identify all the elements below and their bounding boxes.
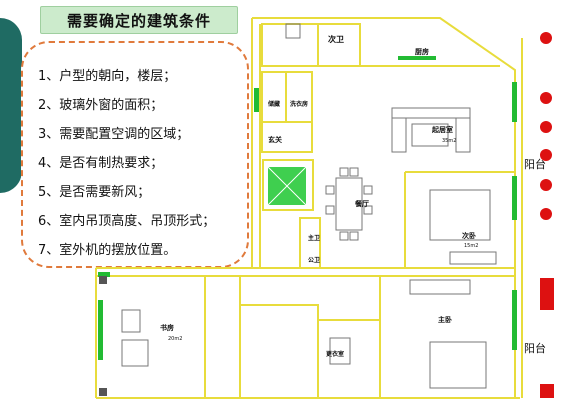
window [512,290,517,350]
column [99,388,107,396]
window [398,56,436,60]
chair [339,231,349,241]
coffee-table [411,123,449,147]
marker [540,179,552,191]
room-label-dining: 餐厅 [354,199,369,208]
marker [540,208,552,220]
balcony-markers [99,32,554,398]
room-label-balcony-top: 阳台 [524,157,546,171]
entry-wall [261,121,313,153]
room-label-kitchen: 厨房 [415,47,429,56]
bath-block-wall [240,304,319,398]
marker [540,121,552,133]
public-bath-wall [299,217,321,269]
chair [325,185,335,195]
dressing-wall [317,319,381,399]
marker [540,32,552,44]
column [99,276,107,284]
elevator-cross [267,166,307,206]
toilet [285,23,301,39]
room-label-entry: 玄关 [268,135,282,144]
chair [363,205,373,215]
requirements-list: 1、户型的朝向，楼层； 2、玻璃外窗的面积； 3、需要配置空调的区域； 4、是否… [21,41,249,268]
list-item: 2、玻璃外窗的面积； [38,98,164,113]
list-item: 3、需要配置空调的区域； [38,127,190,142]
room-label-study: 书房 [160,323,174,332]
bathtub [329,337,351,365]
room-label-bedroom2: 次卧 [462,231,476,240]
sofa-back [391,107,471,119]
study-chair [121,309,141,333]
slide-side-tab [0,18,22,193]
list-item: 6、室内吊顶高度、吊顶形式； [38,214,216,229]
room-area-bedroom2: 15m2 [464,243,478,249]
slide-title-box: 需要确定的建筑条件 [40,6,238,34]
bed [429,189,491,241]
list-item: 1、户型的朝向，楼层； [38,69,177,84]
sofa-arm [455,117,471,153]
room-label-storage: 储藏 [267,100,280,108]
room-label-laundry: 洗衣房 [290,100,308,108]
bathroom-wall [261,23,361,67]
core-wall [262,159,314,211]
room-label-living: 起居室 [431,125,453,134]
master-bed [429,341,487,389]
outer-wall-top [252,17,516,265]
room-label-dressing: 更衣室 [326,350,344,358]
room-area-living: 35m2 [442,138,456,144]
marker [540,92,552,104]
study-desk [121,339,149,367]
marker [540,149,552,161]
room-label-balcony-bottom: 阳台 [524,341,546,355]
chair [349,167,359,177]
room-label-public-bath: 公卫 [308,257,320,264]
dining-table [335,177,363,231]
list-item: 4、是否有制热要求； [38,156,164,171]
outdoor-unit-marker [540,278,554,310]
outdoor-unit-marker [540,384,554,398]
window [512,176,517,220]
slide-title: 需要确定的建筑条件 [66,11,211,30]
room-label-master-bath: 主卫 [308,234,320,242]
list-item: 5、是否需要新风； [38,185,151,200]
room-area-study: 20m2 [168,336,182,342]
chair [363,185,373,195]
room-label-master: 主卧 [438,315,452,324]
room-label-secondary-bathroom: 次卫 [328,34,344,44]
window [512,82,517,122]
chair [339,167,349,177]
window [98,272,110,277]
chair [349,231,359,241]
window [98,300,103,360]
sofa-arm [391,117,407,153]
list-item: 7、室外机的摆放位置。 [38,243,177,258]
chair [325,205,335,215]
furniture [121,23,497,389]
plan-walls [95,17,523,399]
wardrobe [449,251,497,265]
sofa [409,279,471,295]
window [254,88,259,112]
